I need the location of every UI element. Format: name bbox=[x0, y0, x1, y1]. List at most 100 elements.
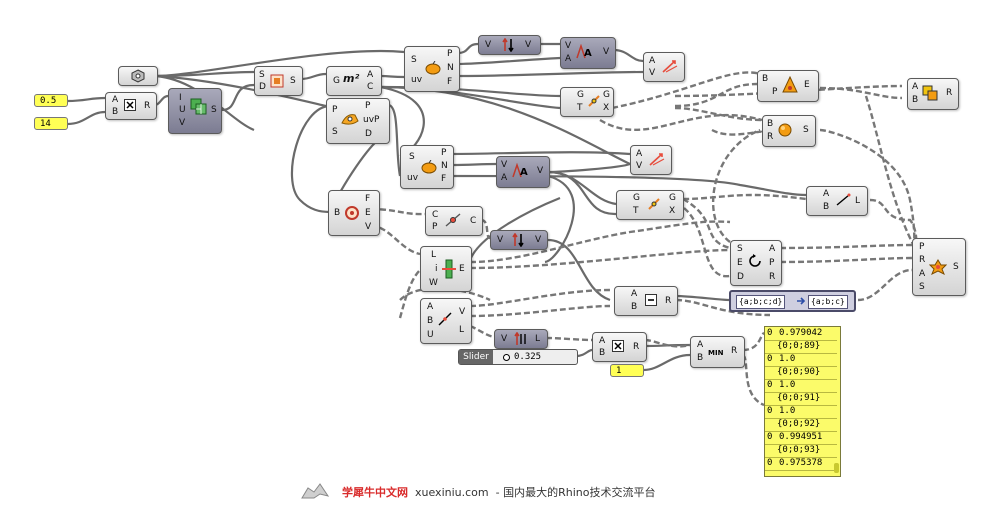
output-label: G bbox=[669, 193, 676, 203]
input-label: B bbox=[697, 353, 704, 363]
vector-amplitude-component[interactable]: V L bbox=[494, 329, 548, 349]
surface-closest-point-component[interactable]: P S P uvP D bbox=[326, 98, 390, 144]
vector-display-icon bbox=[649, 153, 665, 166]
input-label: D bbox=[259, 82, 266, 92]
panel-scrollbar[interactable] bbox=[834, 463, 839, 473]
vector-display-icon bbox=[662, 60, 678, 73]
input-label: A bbox=[501, 173, 508, 183]
extrude-icon bbox=[442, 259, 456, 279]
input-label: A bbox=[823, 189, 830, 199]
evaluate-surface-component-top[interactable]: S uv P N F bbox=[404, 46, 460, 92]
surface-grid-icon bbox=[190, 98, 207, 115]
output-label: C bbox=[367, 82, 374, 92]
solid-union-component[interactable]: A B R bbox=[907, 78, 959, 110]
output-label: P bbox=[365, 101, 371, 111]
input-label: V bbox=[649, 68, 656, 78]
number-param-14[interactable]: 14 bbox=[34, 117, 68, 130]
multiply-component-top[interactable]: A B R bbox=[105, 92, 157, 120]
angle-icon: A bbox=[512, 163, 528, 178]
output-label: uvP bbox=[363, 115, 380, 125]
output-label: P bbox=[447, 49, 453, 59]
input-label: V bbox=[497, 235, 504, 245]
line-sdl-component[interactable]: A B U V L bbox=[420, 298, 472, 344]
output-label: E bbox=[459, 264, 465, 274]
output-label: S bbox=[803, 125, 809, 135]
input-label: S bbox=[259, 70, 265, 80]
brep-edges-component[interactable]: B F E V bbox=[328, 190, 380, 236]
curve-midpoint-icon bbox=[445, 213, 461, 227]
input-label: A bbox=[599, 336, 606, 346]
angle-component-top[interactable]: V A V A bbox=[560, 37, 616, 69]
solid-union-icon bbox=[922, 85, 938, 101]
output-label: S bbox=[211, 105, 217, 115]
input-label: V bbox=[565, 41, 572, 51]
boundary-surface-component[interactable]: S D S bbox=[254, 66, 303, 96]
rotate-component[interactable]: S E D A P R bbox=[730, 240, 782, 286]
output-label: V bbox=[365, 222, 372, 232]
panel-row: {0;0;92} bbox=[765, 418, 837, 432]
plane-component-top[interactable]: G T G X bbox=[560, 87, 614, 117]
closest-point-icon bbox=[341, 114, 359, 125]
curve-middle-component[interactable]: C P C bbox=[425, 206, 483, 236]
vector-display-component-top[interactable]: A V bbox=[643, 52, 685, 82]
extrude-point-component[interactable]: P R A S S bbox=[912, 238, 966, 296]
plane-component-mid[interactable]: G T G X bbox=[616, 190, 684, 220]
angle-component-mid[interactable]: V A V A bbox=[496, 156, 550, 188]
output-label: V bbox=[459, 307, 466, 317]
output-label: R bbox=[633, 342, 640, 352]
tree-path-right: {a;b;c} bbox=[808, 295, 848, 309]
surface-grid-component[interactable]: I U V S bbox=[168, 88, 222, 134]
sphere-component[interactable]: B R S bbox=[762, 115, 816, 147]
input-label: B bbox=[112, 107, 119, 117]
slider-knob[interactable] bbox=[502, 354, 510, 361]
sphere-icon bbox=[778, 123, 792, 137]
input-label: A bbox=[565, 54, 572, 64]
area-component[interactable]: G A C m² bbox=[326, 66, 382, 96]
output-label: S bbox=[290, 76, 296, 86]
extrude-linear-component[interactable]: L i W E bbox=[420, 246, 472, 292]
input-label: U bbox=[427, 330, 434, 340]
evaluate-surface-component-mid[interactable]: S uv P N F bbox=[400, 145, 454, 189]
output-label: V bbox=[603, 47, 610, 57]
output-label: V bbox=[535, 235, 542, 245]
output-label: S bbox=[953, 262, 959, 272]
vector-arrows-icon bbox=[512, 233, 524, 247]
output-label: V bbox=[537, 166, 544, 176]
line-component-right[interactable]: A B L bbox=[806, 186, 868, 216]
surface-param[interactable] bbox=[118, 66, 158, 86]
vector-display-component-mid[interactable]: A V bbox=[630, 145, 672, 175]
evaluate-surface-icon bbox=[425, 61, 441, 75]
multiply-component-bottom[interactable]: A B R bbox=[592, 332, 647, 362]
slider-label: Slider bbox=[459, 350, 493, 364]
input-label: A bbox=[649, 56, 656, 66]
subtraction-component[interactable]: A B R bbox=[614, 286, 678, 316]
input-label: uv bbox=[411, 75, 423, 85]
param-viewer-tree[interactable]: {a;b;c;d} {a;b;c} bbox=[729, 290, 856, 312]
output-label: C bbox=[470, 216, 477, 226]
minimum-component[interactable]: A B R MIN bbox=[690, 336, 745, 368]
watermark-site: xuexiniu.com bbox=[415, 486, 489, 499]
number-slider[interactable]: Slider 0.325 bbox=[458, 349, 578, 365]
number-param-1[interactable]: 1 bbox=[610, 364, 644, 377]
vector-cross-product-component-top[interactable]: V V bbox=[478, 35, 541, 55]
number-param-0.5[interactable]: 0.5 bbox=[34, 94, 68, 107]
brep-edges-icon bbox=[345, 206, 359, 220]
panel-row: {0;0;93} bbox=[765, 444, 837, 458]
input-label: P bbox=[772, 87, 778, 97]
output-label: F bbox=[447, 77, 453, 87]
hexagon-icon bbox=[131, 69, 145, 83]
output-label: P bbox=[769, 258, 775, 268]
input-label: S bbox=[737, 244, 743, 254]
input-label: B bbox=[912, 95, 919, 105]
output-label: E bbox=[365, 208, 371, 218]
input-label: i bbox=[435, 264, 438, 274]
cone-component[interactable]: B P E bbox=[757, 70, 819, 102]
input-label: B bbox=[631, 302, 638, 312]
input-label: R bbox=[767, 132, 774, 142]
vector-cross-product-component-mid[interactable]: V V bbox=[490, 230, 548, 250]
boundary-icon bbox=[270, 74, 284, 88]
